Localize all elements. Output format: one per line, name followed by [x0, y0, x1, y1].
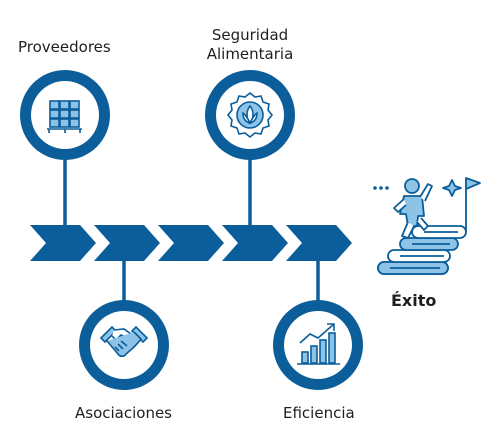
step-circle-asociaciones [79, 300, 169, 390]
chevron-1 [30, 225, 96, 261]
step-label-eficiencia: Eficiencia [283, 404, 355, 422]
chevron-2 [94, 225, 160, 261]
goal-label: Éxito [391, 291, 437, 310]
step-circle-eficiencia [273, 300, 363, 390]
step-label-asociaciones: Asociaciones [75, 404, 173, 422]
chevron-3 [158, 225, 224, 261]
chevron-4 [222, 225, 288, 261]
growth-chart-icon [297, 323, 340, 365]
handshake-icon [99, 325, 149, 358]
step-label-seguridad: Seguridad Alimentaria [206, 26, 294, 63]
pallet-boxes-icon [47, 100, 82, 133]
step-label-proveedores: Proveedores [18, 38, 111, 56]
step-circle-proveedores [20, 70, 110, 160]
step-circle-seguridad [205, 70, 295, 160]
chevron-5 [286, 225, 352, 261]
quality-badge-icon [226, 91, 274, 139]
climbing-stairs-success-icon [373, 177, 481, 275]
